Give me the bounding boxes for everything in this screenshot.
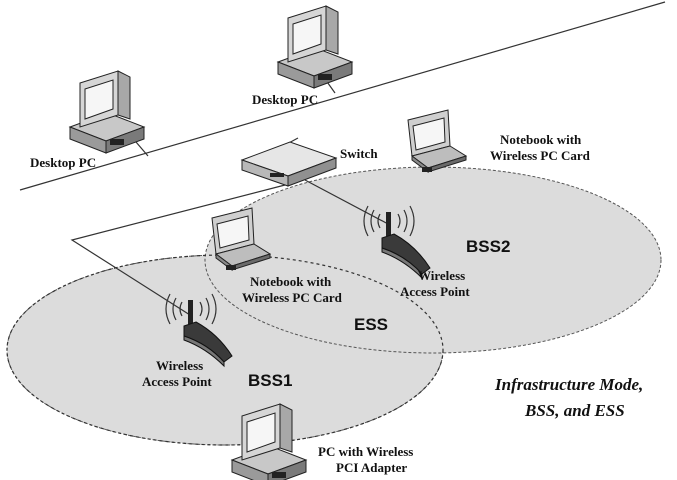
backbone-cable [19,1,666,191]
switch-to-ap-right-cable [304,179,391,226]
desktop-pc-top-label: Desktop PC [252,92,318,107]
switch-to-ap-left-cable [70,184,286,316]
notebook-right-icon [407,109,467,173]
notebook-right-label-line1: Notebook with [500,132,582,147]
switch-label: Switch [340,146,378,161]
pc-pci-label-line2: PCI Adapter [336,460,407,475]
switch-icon [240,141,338,187]
ap-left-label-line1: Wireless [156,358,203,373]
notebook-right-label-line2: Wireless PC Card [490,148,591,163]
notebook-mid-label-line1: Notebook with [250,274,332,289]
bss2-label: BSS2 [466,237,510,256]
desktop-pc-left-icon [69,70,145,154]
desktop-pc-left-label: Desktop PC [30,155,96,170]
bss1-overlap-outline [6,254,444,446]
bss1-label: BSS1 [248,371,292,390]
caption-line1: Infrastructure Mode, [494,375,643,394]
bss2-coverage-area [204,166,662,354]
caption-line2: BSS, and ESS [524,401,625,420]
ap-right-label-line2: Access Point [400,284,470,299]
desktop-pc-top-icon [277,5,353,89]
pc-pci-label-line1: PC with Wireless [318,444,413,459]
ess-label: ESS [354,315,388,334]
notebook-mid-label-line2: Wireless PC Card [242,290,343,305]
ap-right-label-line1: Wireless [418,268,465,283]
ap-left-label-line2: Access Point [142,374,212,389]
